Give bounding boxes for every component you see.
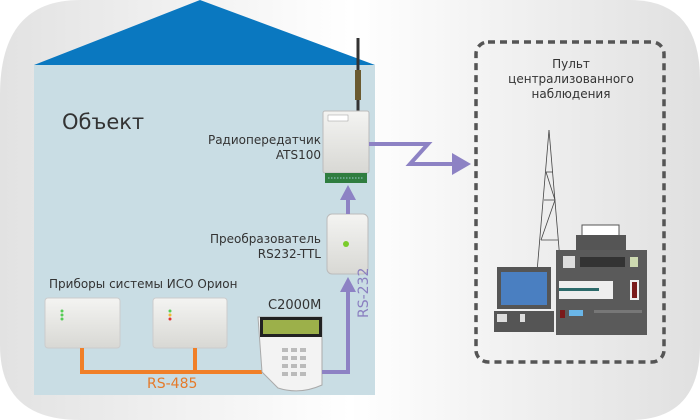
converter-label: Преобразователь RS232-TTL <box>210 232 321 261</box>
c2000m-keypad <box>257 316 323 392</box>
orion-devices-label: Приборы системы ИСО Орион <box>49 277 238 291</box>
ats100-device <box>322 110 370 183</box>
monitoring-station-label: Пульт централизованного наблюдения <box>508 57 634 101</box>
converter-device <box>326 213 369 275</box>
orion-device-1 <box>44 297 121 349</box>
arrow-right-icon <box>452 153 471 175</box>
radio-transmitter-label: Радиопередатчик ATS100 <box>207 133 321 162</box>
orion-device-2 <box>152 297 228 349</box>
arrow-up-icon <box>340 185 356 200</box>
rs232-line <box>322 290 350 374</box>
radio-link-line <box>369 142 455 166</box>
c2000m-label: С2000М <box>268 298 322 313</box>
computer-icon <box>494 267 554 332</box>
server-rack-icon <box>556 224 647 335</box>
rs485-label: RS-485 <box>147 376 198 392</box>
radio-tower-icon <box>536 129 562 273</box>
monitoring-station-border <box>474 40 666 364</box>
object-title: Объект <box>62 110 145 134</box>
rs485-line <box>80 348 262 374</box>
building-roof <box>34 0 375 65</box>
arrow-up-icon <box>340 277 356 292</box>
rs232-label: RS-232 <box>356 267 372 318</box>
